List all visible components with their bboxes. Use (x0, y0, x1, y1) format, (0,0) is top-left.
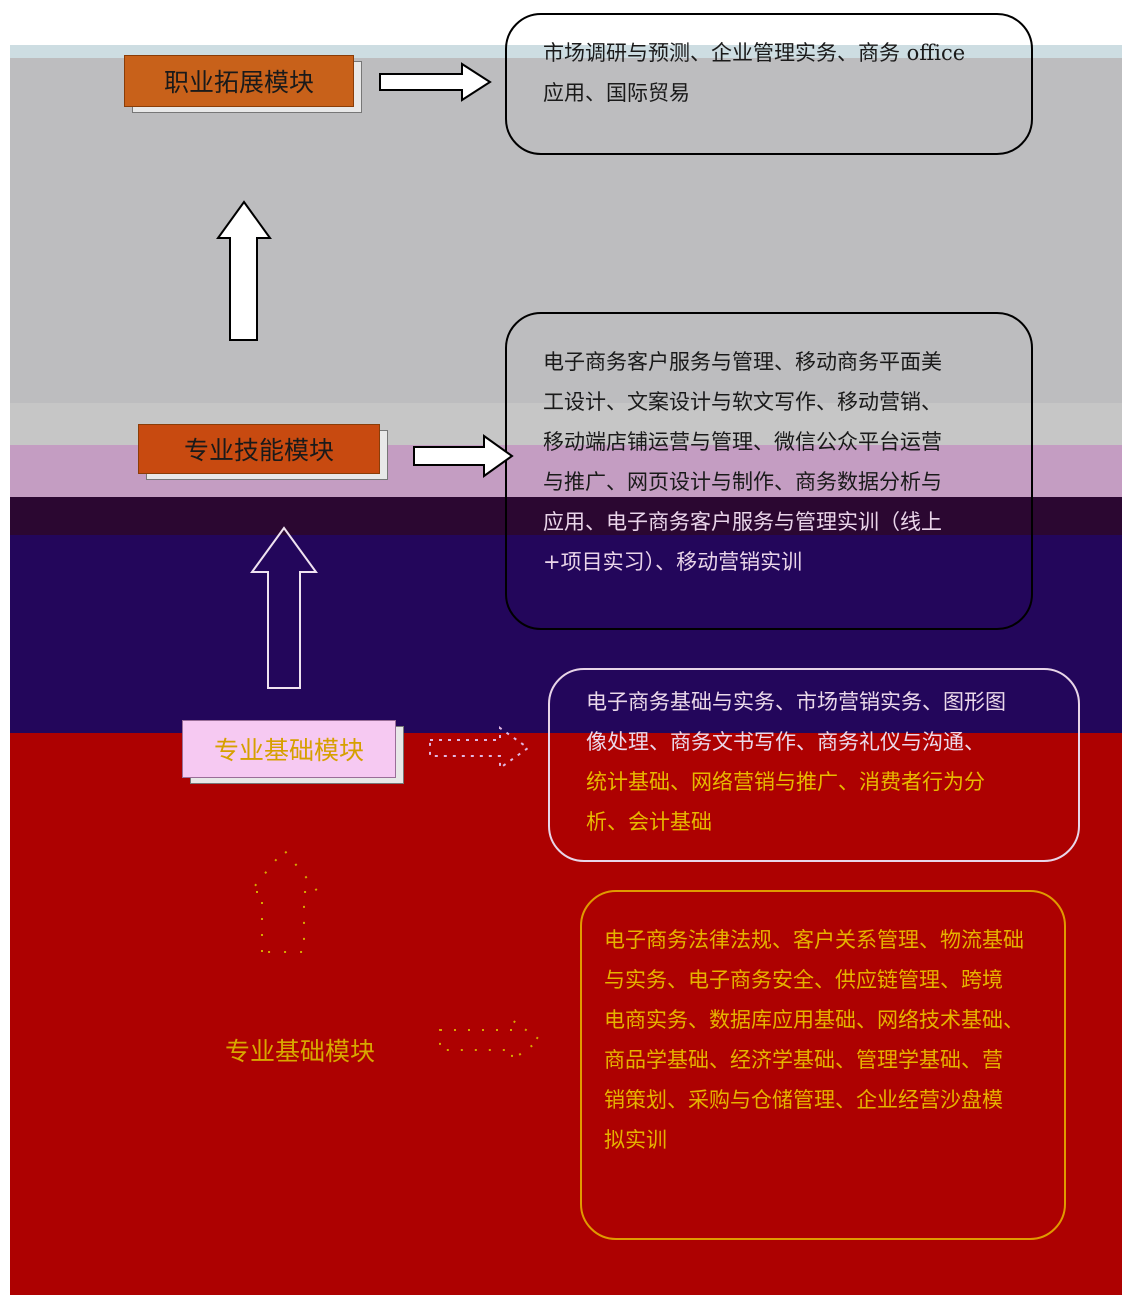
skill-module-box: 专业技能模块 (138, 424, 388, 480)
content-line: 应用、电子商务客户服务与管理实训（线上 (543, 510, 942, 534)
module-face (138, 424, 380, 474)
band-gray (10, 58, 1122, 403)
content-line: 销策划、采购与仓储管理、企业经营沙盘模 (604, 1088, 1003, 1112)
content-line: 工设计、文案设计与软文写作、移动营销、 (543, 390, 942, 414)
content-line: 与推广、网页设计与制作、商务数据分析与 (543, 470, 942, 494)
base-module-label: 专业基础模块 (224, 1037, 375, 1066)
skill-module-label: 专业技能模块 (183, 436, 334, 465)
content-line: 拟实训 (604, 1128, 667, 1152)
content-line: 像处理、商务文书写作、商务礼仪与沟通、 (586, 730, 985, 754)
base-content-box: 电子商务法律法规、客户关系管理、物流基础 与实务、电子商务安全、供应链管理、跨境… (580, 890, 1066, 1240)
basic-module-box: 专业基础模块 (182, 720, 404, 784)
career-module-label: 职业拓展模块 (163, 68, 314, 97)
content-line: +项目实习）、移动营销实训 (543, 550, 803, 574)
content-line: 电子商务客户服务与管理、移动商务平面美 (543, 350, 942, 374)
content-line: 应用、国际贸易 (543, 81, 690, 105)
career-content-box: 市场调研与预测、企业管理实务、商务 office 应用、国际贸易 (505, 13, 1033, 155)
right-arrow-icon (439, 1018, 542, 1062)
module-face (182, 720, 396, 778)
up-arrow-icon (250, 526, 318, 689)
band-dark (10, 497, 1122, 535)
content-line: 统计基础、网络营销与推广、消费者行为分 (586, 770, 985, 794)
basic-module-label: 专业基础模块 (213, 736, 364, 765)
right-arrow-icon (413, 434, 514, 478)
career-module-box: 职业拓展模块 (124, 55, 362, 113)
content-line: 电商实务、数据库应用基础、网络技术基础、 (604, 1008, 1024, 1032)
content-line: 电子商务法律法规、客户关系管理、物流基础 (604, 928, 1024, 952)
skill-content-box: 电子商务客户服务与管理、移动商务平面美 工设计、文案设计与软文写作、移动营销、 … (505, 312, 1033, 630)
content-line: 市场调研与预测、企业管理实务、商务 office (543, 41, 966, 65)
up-arrow-icon (247, 848, 321, 953)
right-arrow-icon (379, 62, 492, 102)
content-line: 移动端店铺运营与管理、微信公众平台运营 (543, 430, 942, 454)
content-line: 电子商务基础与实务、市场营销实务、图形图 (586, 690, 1006, 714)
module-face (124, 55, 354, 107)
right-arrow-icon (429, 726, 530, 770)
basic-content-box: 电子商务基础与实务、市场营销实务、图形图 像处理、商务文书写作、商务礼仪与沟通、… (548, 668, 1080, 862)
up-arrow-icon (216, 200, 272, 341)
base-module-box: 专业基础模块 (200, 1020, 400, 1080)
content-line: 商品学基础、经济学基础、管理学基础、营 (604, 1048, 1003, 1072)
content-line: 与实务、电子商务安全、供应链管理、跨境 (604, 968, 1003, 992)
content-line: 析、会计基础 (586, 810, 712, 834)
